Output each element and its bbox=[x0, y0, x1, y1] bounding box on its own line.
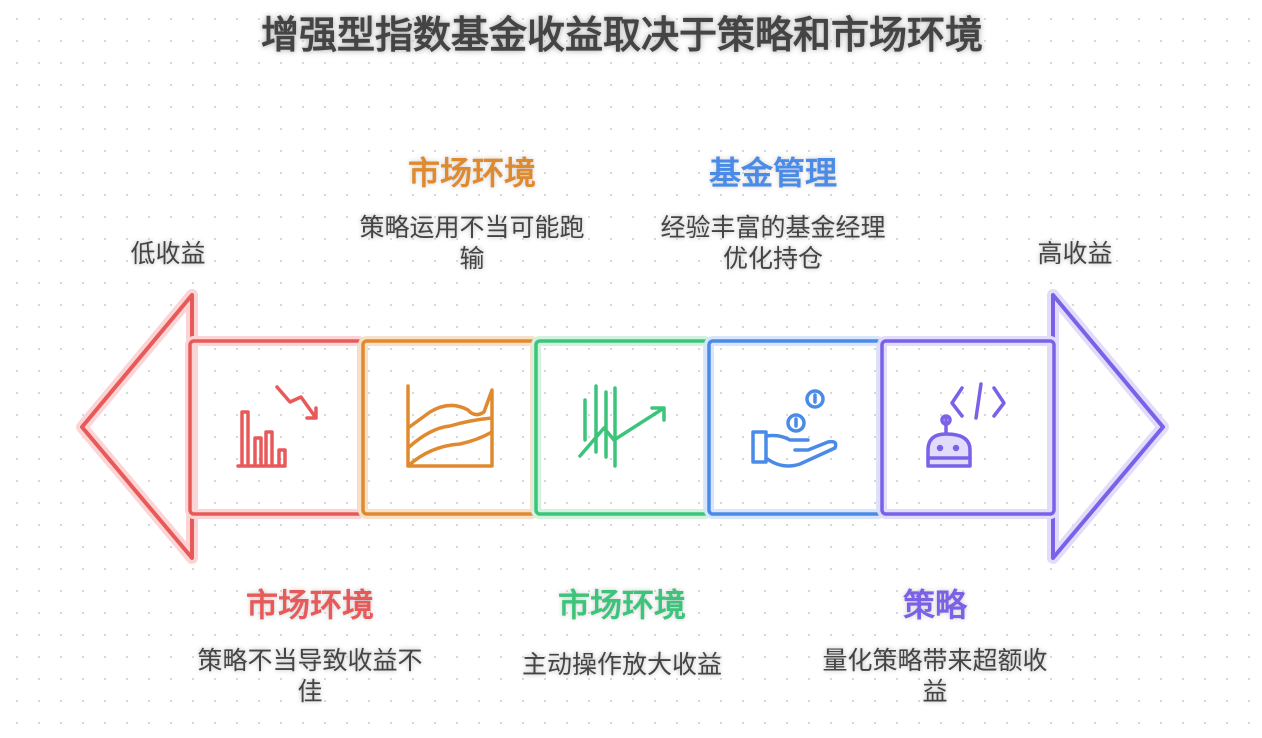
segment-box-red bbox=[185, 336, 367, 519]
area-chart-icon bbox=[406, 384, 494, 468]
description-line: 策略不当导致收益不 bbox=[197, 646, 423, 675]
top-label-description-fund-management: 经验丰富的基金经理 优化持仓 bbox=[660, 212, 885, 274]
declining-bar-chart-icon bbox=[236, 385, 318, 468]
scale-high-label: 高收益 bbox=[1037, 239, 1113, 268]
bottom-label-description-market-red: 策略不当导致收益不 佳 bbox=[197, 645, 422, 707]
top-label-heading-market: 市场环境 bbox=[407, 154, 537, 192]
scale-low-label: 低收益 bbox=[130, 239, 206, 268]
bottom-label-heading-market-red: 市场环境 bbox=[245, 586, 375, 624]
segment-box-purple bbox=[877, 336, 1059, 519]
right-arrow bbox=[1047, 289, 1169, 564]
top-label-heading-fund-management: 基金管理 bbox=[708, 154, 838, 192]
hand-coins-icon bbox=[751, 389, 838, 468]
bottom-label-description-market-green: 主动操作放大收益 bbox=[522, 649, 722, 680]
segment-box-blue bbox=[704, 336, 886, 519]
segment-box-green bbox=[531, 336, 713, 519]
description-line: 策略运用不当可能跑 bbox=[359, 213, 585, 242]
bottom-label-description-strategy: 量化策略带来超额收 益 bbox=[822, 645, 1047, 707]
bottom-label-heading-market-green: 市场环境 bbox=[557, 586, 687, 624]
description-line: 益 bbox=[922, 677, 948, 706]
description-line: 量化策略带来超额收 bbox=[822, 646, 1048, 675]
description-line: 优化持仓 bbox=[722, 244, 824, 273]
rising-trend-icon bbox=[578, 384, 666, 468]
robot-code-icon bbox=[926, 382, 1006, 468]
top-label-description-market: 策略运用不当可能跑 输 bbox=[359, 212, 584, 274]
description-line: 经验丰富的基金经理 bbox=[660, 213, 886, 242]
left-arrow bbox=[76, 289, 198, 564]
diagram-title: 增强型指数基金收益取决于策略和市场环境 bbox=[260, 13, 984, 57]
description-line: 佳 bbox=[297, 677, 323, 706]
description-line: 输 bbox=[459, 244, 485, 273]
description-line: 主动操作放大收益 bbox=[521, 650, 723, 679]
bottom-label-heading-strategy: 策略 bbox=[902, 586, 968, 624]
